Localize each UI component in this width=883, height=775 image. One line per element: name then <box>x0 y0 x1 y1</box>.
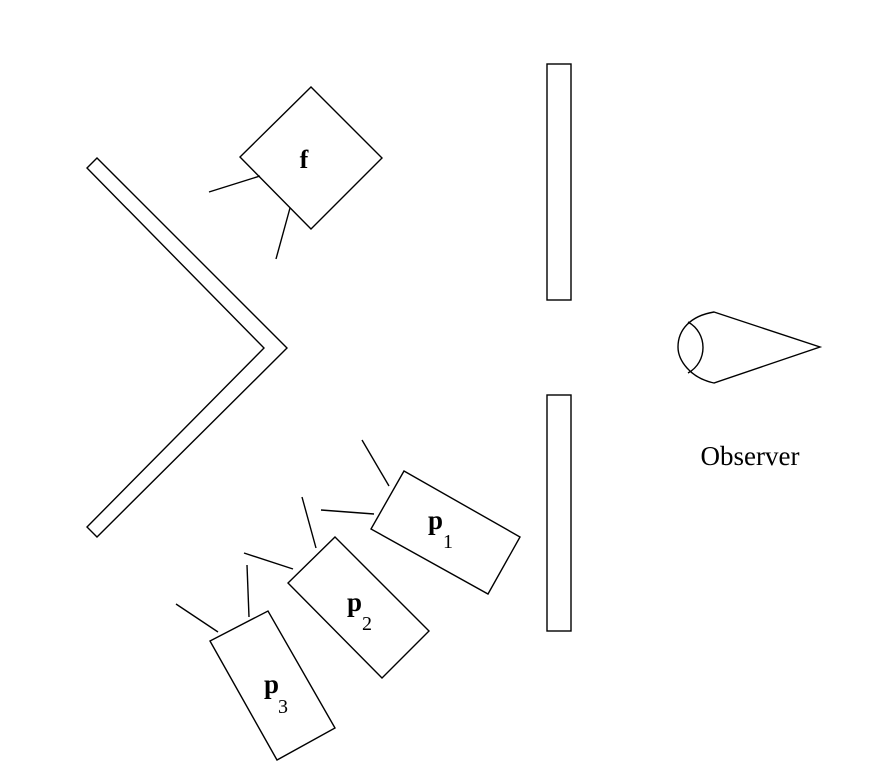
v-mirror <box>86 157 288 538</box>
box-f: f <box>208 86 383 260</box>
observer-eye-icon <box>677 311 823 384</box>
box-p3-outline <box>209 610 336 761</box>
box-f-label: f <box>300 145 309 174</box>
screen-lower <box>546 394 572 632</box>
box-p3: p 3 <box>175 564 336 761</box>
box-p1-outline <box>370 470 521 595</box>
eye-outline <box>677 311 823 384</box>
box-f-leg-bottom <box>275 207 291 260</box>
box-p3-leg-left <box>175 603 219 633</box>
box-p1-leg-top <box>361 439 390 487</box>
box-p2: p 2 <box>243 496 430 679</box>
box-p2-outline <box>287 536 430 679</box>
box-p2-leg-left <box>243 552 294 570</box>
box-p2-letter: p <box>347 587 362 617</box>
svg-text:p: p <box>264 669 279 699</box>
box-p3-letter: p <box>264 669 279 699</box>
box-p3-leg-top <box>246 564 250 618</box>
box-f-outline <box>239 86 383 230</box>
eye-lens <box>687 321 704 374</box>
box-p3-index: 3 <box>278 696 288 718</box>
box-f-leg-left <box>208 175 261 193</box>
screen-upper <box>546 63 572 301</box>
box-p1-index: 1 <box>443 531 453 553</box>
box-p2-index: 2 <box>362 613 372 635</box>
box-p1: p 1 <box>320 439 521 595</box>
svg-text:p: p <box>347 587 362 617</box>
svg-text:p: p <box>428 505 443 535</box>
observer-label: Observer <box>701 441 800 471</box>
box-p1-letter: p <box>428 505 443 535</box>
box-p2-leg-top <box>301 496 317 549</box>
box-p1-leg-left <box>320 509 375 515</box>
